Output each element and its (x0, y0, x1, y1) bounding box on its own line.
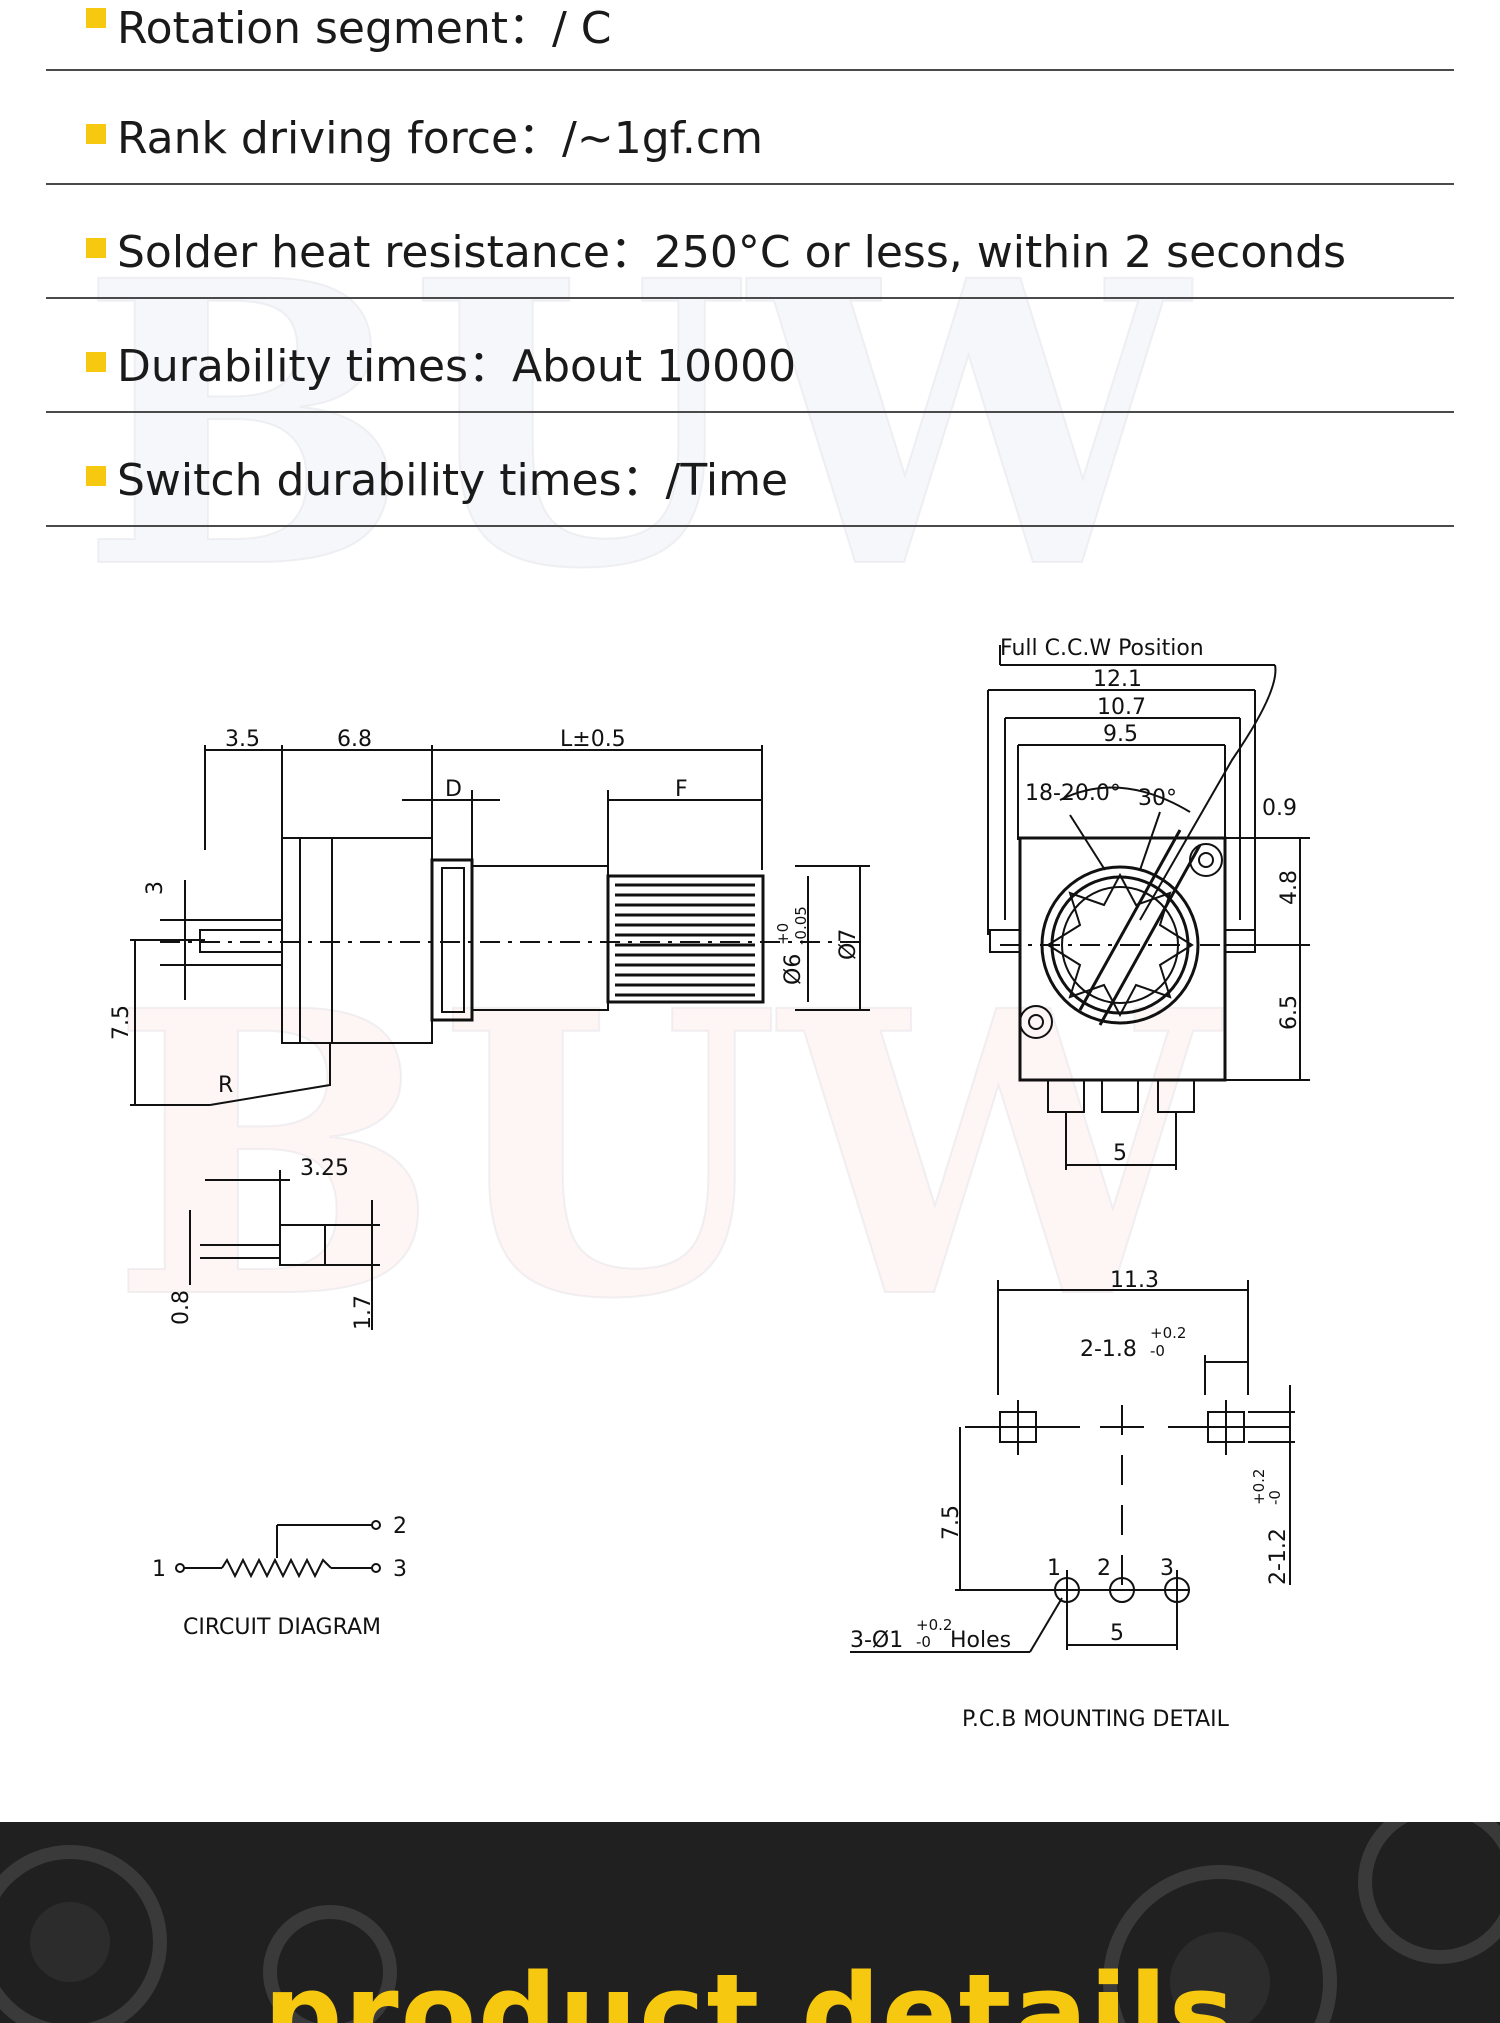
dim-label: +0 (774, 923, 792, 945)
dim-label: 3.5 (225, 727, 260, 752)
dim-label: 4.8 (1277, 870, 1302, 905)
dim-label: 6.5 (1277, 995, 1302, 1030)
spec-text: Rank driving force：/~1gf.cm (117, 113, 763, 164)
spec-row: Switch durability times：/Time (46, 413, 1454, 527)
spec-text: Durability times：About 10000 (117, 341, 797, 392)
spec-list: Rotation segment：/ C Rank driving force：… (46, 0, 1454, 527)
dim-label: 5 (1113, 1141, 1127, 1166)
spec-row: Rank driving force：/~1gf.cm (46, 71, 1454, 185)
circuit-pin-2: 2 (393, 1514, 407, 1539)
dim-label: -0 (1150, 1342, 1165, 1360)
bullet-icon (86, 124, 106, 144)
dim-label: +0.2 (1150, 1324, 1186, 1342)
dim-label: 30° (1138, 786, 1177, 811)
dim-label: +0.2 (1250, 1469, 1268, 1505)
dim-label: 10.7 (1097, 695, 1146, 720)
dim-label: -0 (916, 1633, 931, 1651)
pcb-pin-1: 1 (1047, 1556, 1061, 1581)
dim-label: 12.1 (1093, 667, 1142, 692)
bullet-icon (86, 238, 106, 258)
dim-label: 2-1.2 (1266, 1528, 1291, 1585)
spec-row: Durability times：About 10000 (46, 299, 1454, 413)
pcb-caption: P.C.B MOUNTING DETAIL (962, 1707, 1230, 1732)
dim-label: 1.7 (351, 1295, 376, 1330)
dim-label: 18-20.0° (1025, 781, 1121, 806)
dim-label: R (218, 1073, 233, 1098)
side-view (130, 745, 870, 1330)
dim-label: 0.9 (1262, 796, 1297, 821)
spec-row: Rotation segment：/ C (46, 0, 1454, 71)
dim-label: F (675, 777, 688, 802)
dim-label: 2-1.8 (1080, 1337, 1137, 1362)
circuit-caption: CIRCUIT DIAGRAM (183, 1615, 381, 1640)
dim-label: 11.3 (1110, 1268, 1159, 1293)
dim-label: Holes (950, 1628, 1011, 1653)
circuit-pin-3: 3 (393, 1557, 407, 1582)
dim-label: 9.5 (1103, 722, 1138, 747)
dim-label: Ø6 (781, 954, 806, 985)
banner-title: product details (263, 1950, 1237, 2023)
spec-text: Switch durability times：/Time (117, 455, 789, 506)
spec-text: Rotation segment：/ C (117, 3, 612, 54)
bullet-icon (86, 8, 106, 28)
dim-label: +0.2 (916, 1616, 952, 1634)
circuit-pin-1: 1 (152, 1557, 166, 1582)
dim-label: 6.8 (337, 727, 372, 752)
pcb-mounting-detail (850, 1280, 1295, 1653)
bullet-icon (86, 352, 106, 372)
dim-label: L±0.5 (560, 727, 626, 752)
bullet-icon (86, 466, 106, 486)
spec-row: Solder heat resistance：250°C or less, wi… (46, 185, 1454, 299)
technical-drawing: 3.5 6.8 L±0.5 D F 3 7.5 R 3.25 0.8 1.7 Ø… (109, 636, 1310, 1732)
dim-label: D (445, 777, 462, 802)
gear-background (0, 1822, 1500, 2023)
dim-label: 7.5 (939, 1505, 964, 1540)
front-view (987, 645, 1310, 1170)
product-details-banner: product details (0, 1822, 1500, 2023)
dim-label: 3.25 (300, 1156, 349, 1181)
dim-label: Ø7 (836, 929, 861, 960)
dim-label: Full C.C.W Position (1000, 636, 1204, 661)
pcb-pin-3: 3 (1160, 1556, 1174, 1581)
dim-label: 0.8 (169, 1290, 194, 1325)
pcb-pin-2: 2 (1097, 1556, 1111, 1581)
dim-label: -0 (1266, 1490, 1284, 1505)
dim-label: 7.5 (109, 1005, 134, 1040)
dim-label: 3-Ø1 (850, 1628, 903, 1653)
spec-text: Solder heat resistance：250°C or less, wi… (117, 227, 1347, 278)
dim-label: 3 (143, 881, 168, 895)
dim-label: -0.05 (792, 906, 810, 945)
circuit-diagram (175, 1520, 381, 1579)
dim-label: 5 (1110, 1621, 1124, 1646)
